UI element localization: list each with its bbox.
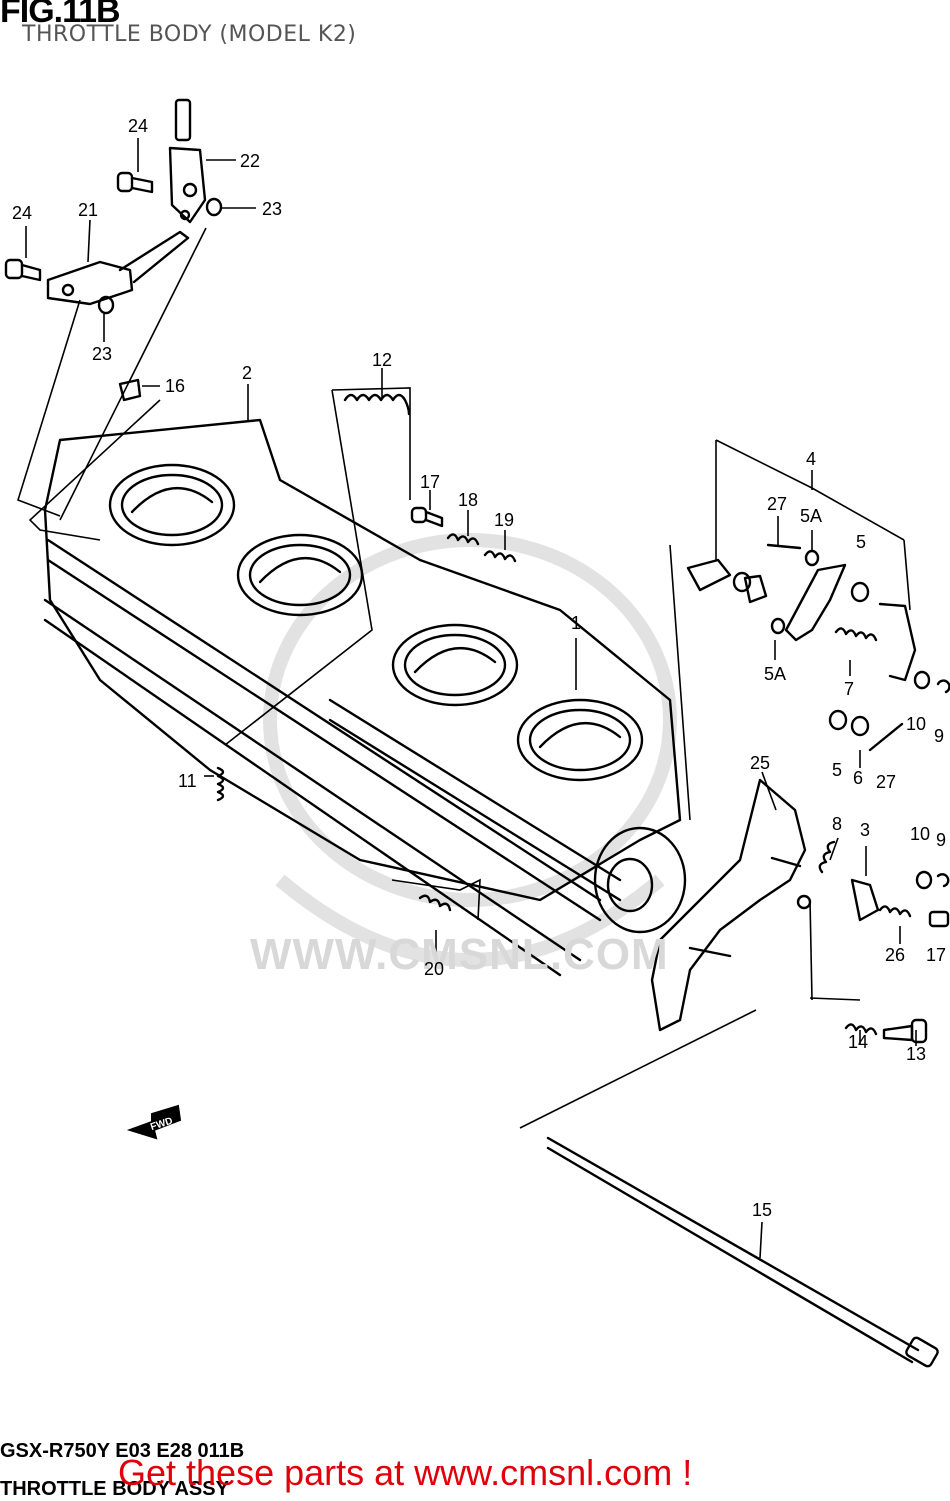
throttle-body-assembly-1 (43, 418, 687, 977)
bracket-25 (650, 778, 812, 1032)
callout-6: 6 (853, 768, 864, 788)
callout-17: 17 (420, 472, 441, 492)
callout-17-right: 17 (926, 945, 947, 965)
clip-9-right (936, 873, 950, 888)
callout-5-top: 5 (856, 532, 867, 552)
callout-23-top: 23 (262, 199, 283, 219)
screw-24-left (4, 258, 42, 282)
sensor-21 (46, 230, 190, 306)
fwd-direction-arrow (126, 1104, 182, 1140)
screw-17 (410, 506, 444, 528)
callout-20: 20 (424, 959, 445, 979)
callout-27-bottom: 27 (876, 772, 897, 792)
spring-19 (483, 550, 517, 563)
callout-4: 4 (806, 449, 817, 469)
callout-24-left: 24 (12, 203, 33, 223)
throttle-linkage-4 (686, 543, 950, 752)
callout-18: 18 (458, 490, 479, 510)
screw-13 (882, 1018, 928, 1044)
o-ring-23-left (97, 295, 115, 315)
callout-11: 11 (178, 771, 197, 791)
screw-17-right (928, 910, 950, 928)
spring-26 (878, 905, 912, 918)
callout-23-left: 23 (92, 344, 113, 364)
callout-9-top: 9 (934, 726, 945, 746)
spring-14 (844, 1023, 878, 1036)
callout-19: 19 (494, 510, 515, 530)
footer-assembly-name: THROTTLE BODY ASSY (0, 1478, 229, 1500)
callout-24-top: 24 (128, 116, 149, 136)
leader-lines (17, 138, 917, 1259)
figure-title: FIG.11B (0, 0, 121, 30)
callout-5-bottom: 5 (832, 760, 843, 780)
callout-16: 16 (165, 376, 186, 396)
throttle-position-sensor-22 (168, 98, 207, 224)
spring-11 (216, 766, 225, 802)
spring-8 (818, 840, 836, 874)
callout-21: 21 (78, 200, 99, 220)
callout-12: 12 (372, 350, 393, 370)
watermark-text: WWW.CMSNL.COM (250, 930, 669, 979)
o-ring-23-top (205, 197, 223, 217)
figure-subtitle: THROTTLE BODY (MODEL K2) (22, 22, 357, 47)
callout-15: 15 (752, 1200, 773, 1220)
callout-7: 7 (844, 679, 855, 699)
callout-10-bottom: 10 (910, 824, 931, 844)
callout-3: 3 (860, 820, 871, 840)
callout-22: 22 (240, 151, 261, 171)
cap-16 (118, 378, 142, 402)
callout-25: 25 (750, 753, 771, 773)
promo-link[interactable]: Get these parts at www.cmsnl.com ! (118, 1452, 693, 1493)
footer-model-code: GSX-R750Y E03 E28 011B (0, 1440, 245, 1462)
spring-12 (343, 393, 411, 416)
callout-13: 13 (906, 1044, 927, 1064)
callout-5A-top: 5A (800, 506, 823, 526)
spring-18 (446, 533, 480, 546)
callout-9-bottom: 9 (936, 830, 947, 850)
long-bolt-15 (546, 1136, 939, 1368)
callout-10-top: 10 (906, 714, 927, 734)
lever-3 (850, 878, 880, 922)
callout-14: 14 (848, 1032, 869, 1052)
callout-2: 2 (242, 363, 253, 383)
spring-20 (418, 894, 452, 912)
callout-26: 26 (885, 945, 906, 965)
callout-8: 8 (832, 814, 843, 834)
callout-1: 1 (571, 613, 582, 633)
callout-27-top: 27 (767, 494, 788, 514)
washer-10-right (915, 870, 933, 890)
callout-5A-bottom: 5A (764, 664, 787, 684)
screw-24-top (116, 171, 154, 194)
